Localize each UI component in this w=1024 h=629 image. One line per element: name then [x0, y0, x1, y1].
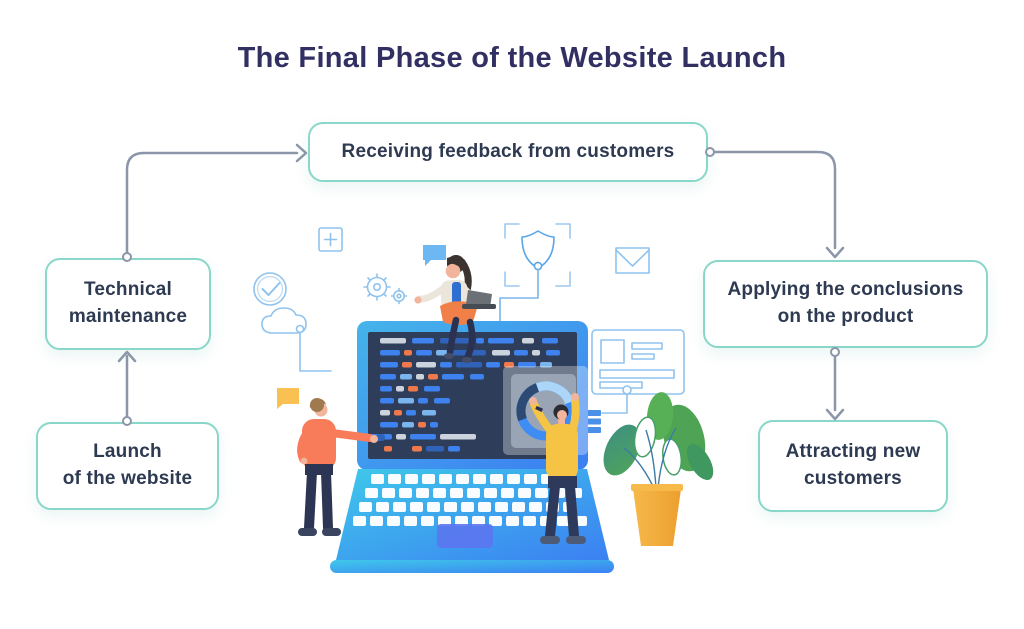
flow-node-label: Launch of the website	[62, 441, 193, 489]
small-laptop	[462, 290, 496, 309]
arrowhead-up-icon	[117, 350, 137, 363]
flow-node-label: Receiving feedback from customers	[341, 140, 675, 162]
connector-receiving-to-applying	[705, 147, 845, 259]
connector-launch-to-technical	[117, 350, 137, 426]
menu-bars-icon	[584, 410, 601, 433]
envelope-icon	[615, 247, 650, 274]
plant-pot	[633, 489, 681, 546]
check-icon	[253, 272, 287, 306]
donut-chart	[503, 366, 588, 455]
flow-node-receiving-feedback: Receiving feedback from customers	[308, 122, 708, 182]
flow-node-label: Technical maintenance	[68, 279, 188, 327]
flow-node-launch-website: Launch of the website	[36, 422, 219, 510]
flow-node-applying-conclusions: Applying the conclusions on the product	[703, 260, 988, 348]
person-man-arms-raised	[529, 393, 586, 544]
shield-icon	[499, 223, 571, 342]
arrowhead-down-icon	[825, 408, 845, 421]
connector-applying-to-attracting	[825, 347, 845, 421]
flow-node-attracting-customers: Attracting new customers	[758, 420, 948, 512]
cloud-icon	[261, 307, 332, 372]
sticky-note-icon	[277, 388, 299, 409]
keyboard-keys	[353, 474, 587, 526]
laptop	[330, 321, 614, 573]
flow-node-technical-maintenance: Technical maintenance	[45, 258, 211, 350]
person-man-pointing	[297, 398, 385, 536]
speech-bubble-icon	[423, 245, 446, 266]
person-woman-sitting	[414, 255, 496, 363]
gear-icon	[363, 273, 408, 305]
plant	[603, 392, 714, 546]
page-title: The Final Phase of the Website Launch	[237, 42, 787, 74]
flow-node-label: Attracting new customers	[785, 441, 921, 489]
code-lines	[380, 338, 560, 452]
arrowhead-down-icon	[825, 246, 845, 259]
arrowhead-right-icon	[295, 143, 308, 163]
connector-technical-to-receiving	[122, 143, 308, 262]
document-card-icon	[591, 329, 685, 414]
plus-icon	[318, 227, 343, 252]
flow-node-label: Applying the conclusions on the product	[727, 279, 964, 327]
